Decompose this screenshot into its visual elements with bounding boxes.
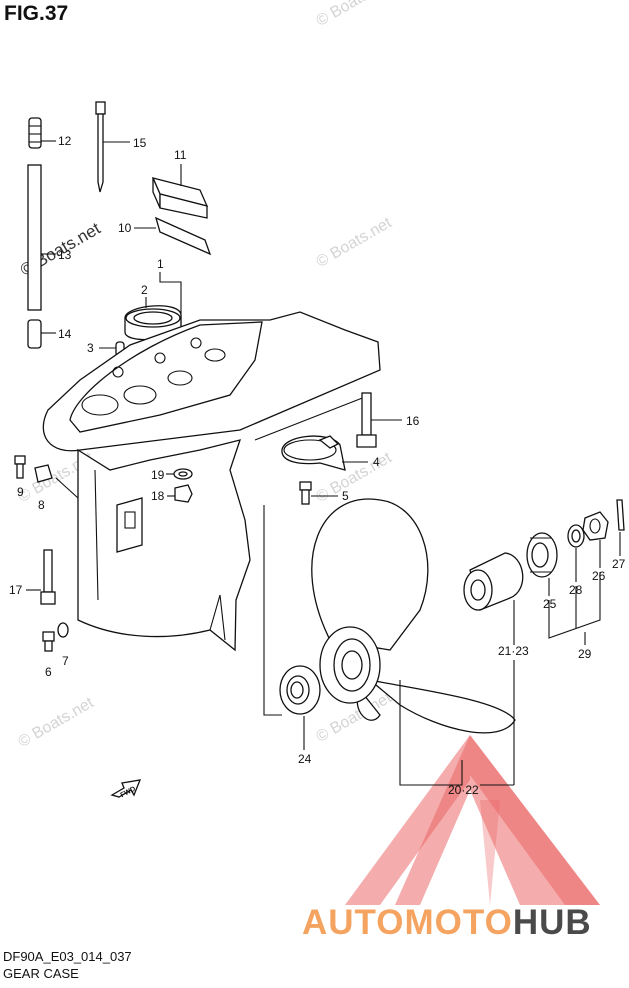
part-25 [526,532,558,596]
part-9 [14,455,26,479]
part-12 [28,117,56,149]
callout-line-29 [548,572,601,639]
part-18 [167,484,193,503]
callout-28: 28 [569,583,583,597]
callout-29: 29 [578,647,592,661]
part-11 [151,164,209,219]
part-26 [582,511,609,568]
figure-title: FIG.37 [4,2,69,25]
part-10 [134,216,212,256]
brand-logo-icon [345,735,600,905]
callout-2: 2 [141,283,148,297]
callout-21-23: 21·23 [498,644,529,658]
part-13 [27,164,56,311]
callout-6: 6 [45,665,52,679]
callout-20-22: 20·22 [448,783,479,797]
part-24 [279,665,321,750]
gear-case-housing [42,311,381,652]
part-6 [42,631,55,652]
part-27 [616,499,625,556]
part-5 [299,481,338,505]
figure-code: DF90A_E03_014_037 [3,949,132,964]
fwd-arrow-icon: FWD [110,779,142,800]
callout-1: 1 [157,257,164,271]
part-19 [166,468,193,480]
callout-14: 14 [58,327,72,341]
brand-wordmark: AUTOMOTOHUB [302,903,592,943]
callout-16: 16 [406,414,420,428]
part-17 [26,549,56,605]
propeller [311,498,516,734]
callout-4: 4 [373,455,380,469]
part-8 [34,464,53,483]
callout-8: 8 [38,498,45,512]
callout-19: 19 [151,468,165,482]
callout-24: 24 [298,752,312,766]
part-14 [27,319,56,349]
brand-part-2: HUB [512,903,592,942]
callout-11: 11 [174,148,187,162]
callout-5: 5 [342,489,349,503]
callout-17: 17 [9,583,23,597]
part-4 [281,435,368,471]
figure-name: GEAR CASE [3,966,79,981]
callout-18: 18 [151,489,165,503]
callout-3: 3 [87,341,94,355]
callout-10: 10 [118,221,132,235]
brand-part-1: AUTOMOTO [302,903,513,942]
callout-13: 13 [58,248,72,262]
part-7 [57,622,69,638]
callout-line-20-22 [399,680,463,786]
callout-25: 25 [543,597,557,611]
callout-15: 15 [133,136,147,150]
part-28 [567,524,585,582]
reference-line [55,477,79,499]
part-15 [95,101,130,193]
callout-labels: 1 2 3 4 5 6 7 8 9 10 11 12 13 14 15 16 1… [9,134,626,797]
callout-27: 27 [612,557,626,571]
callout-9: 9 [17,485,24,499]
callout-7: 7 [62,654,69,668]
reference-line [263,505,282,716]
callout-12: 12 [58,134,72,148]
callout-26: 26 [592,569,606,583]
fwd-label: FWD [120,786,137,800]
part-16 [356,392,402,448]
part-21-23 [463,552,524,645]
